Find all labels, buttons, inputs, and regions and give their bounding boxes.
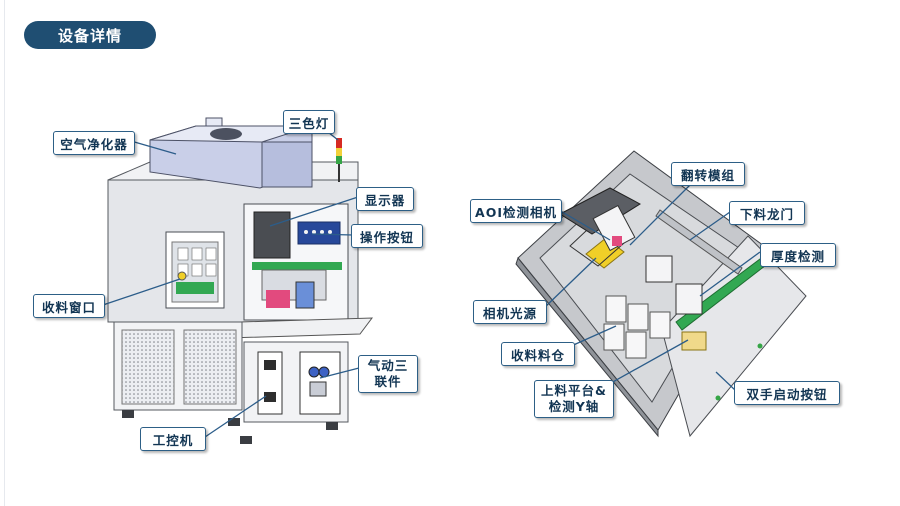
label-air-purifier: 空气净化器 [53,131,135,155]
label-pneumatic-unit: 气动三 联件 [358,355,418,393]
label-thickness-check: 厚度检测 [760,243,836,267]
two-hand-start-panel [661,235,807,438]
label-two-hand-start: 双手启动按钮 [734,381,840,405]
display-screen [253,211,291,259]
label-display: 显示器 [356,187,414,211]
receive-bins [603,295,671,359]
label-receive-window: 收料窗口 [33,294,105,318]
right-machine [515,150,807,438]
label-camera-light: 相机光源 [473,300,547,324]
label-tower-light: 三色灯 [283,110,335,134]
label-unload-gantry: 下料龙门 [729,201,805,225]
label-aoi-camera: AOI检测相机 [470,199,562,223]
label-pneumatic-unit-line2: 联件 [374,374,402,389]
label-ipc: 工控机 [140,427,206,451]
label-receive-bin: 收料料仓 [501,342,575,366]
label-load-platform-line2: 检测Y轴 [548,399,600,414]
label-operation-buttons: 操作按钮 [351,224,423,248]
label-load-platform-line1: 上料平台& [541,383,607,398]
page-title: 设备详情 [24,21,156,49]
label-flip-module: 翻转模组 [671,162,745,186]
tower-light [336,138,342,182]
left-edge-rule [4,0,5,506]
leader-lines [99,120,761,438]
label-pneumatic-unit-line1: 气动三 [367,358,409,373]
label-load-platform: 上料平台& 检测Y轴 [534,380,614,418]
operation-panel [297,221,341,245]
left-machine [107,117,374,444]
load-platform [681,331,707,351]
